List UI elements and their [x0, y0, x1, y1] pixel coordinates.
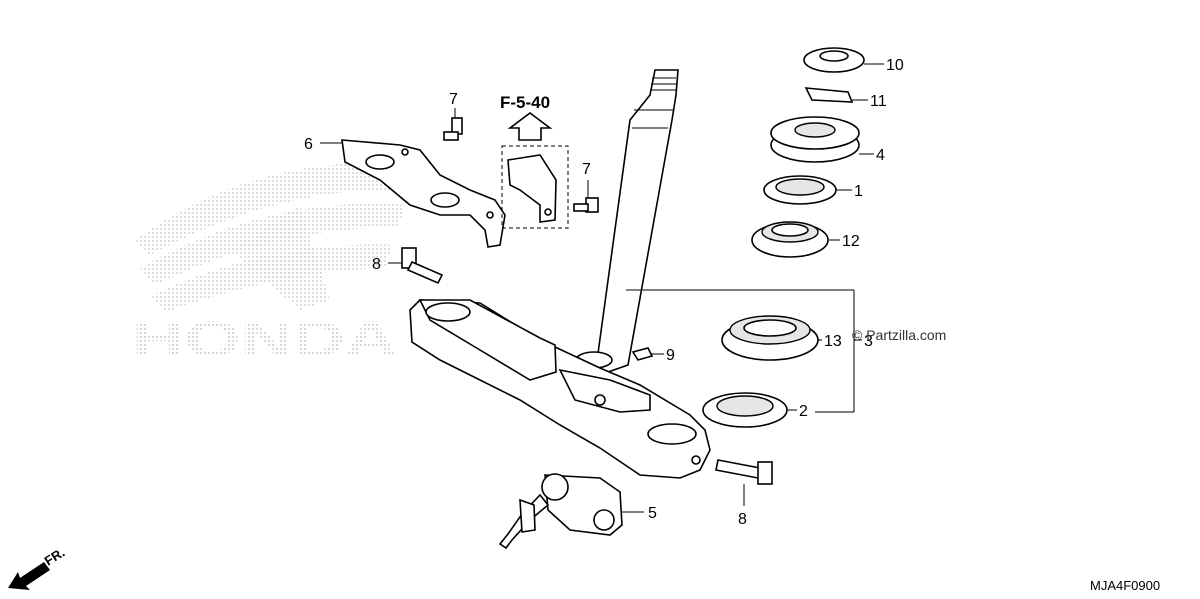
callout-6: 6	[304, 136, 313, 153]
callout-8-left: 8	[372, 256, 381, 273]
lock-washer-11	[804, 87, 854, 103]
bearing-12	[751, 221, 829, 258]
honda-text-watermark: HONDA	[132, 311, 397, 367]
screw-9	[631, 347, 654, 361]
bolt-7-mid	[573, 197, 599, 213]
callout-13: 13	[824, 333, 842, 350]
callout-1: 1	[854, 183, 863, 200]
bottom-bridge	[409, 299, 711, 479]
callout-2: 2	[799, 403, 808, 420]
callout-9: 9	[666, 347, 675, 364]
bolt-8-left	[401, 247, 444, 285]
callout-5: 5	[648, 505, 657, 522]
lock-nut-10	[803, 47, 865, 73]
adjustment-nut-4	[770, 116, 860, 163]
callout-10: 10	[886, 57, 904, 74]
bracket	[341, 139, 506, 248]
callout-3: 3	[864, 333, 873, 350]
drawing-code: MJA4F0900	[1090, 578, 1160, 593]
bolt-8-right	[715, 459, 773, 485]
callout-11: 11	[870, 93, 887, 110]
bearing-13	[721, 315, 819, 361]
honda-wing-watermark	[135, 162, 420, 312]
dust-seal-1	[763, 175, 837, 205]
leader-lines	[320, 63, 884, 513]
reference-marker: F-5-40	[500, 93, 569, 229]
front-arrow-icon	[8, 562, 50, 590]
callout-8-right: 8	[738, 511, 747, 528]
steering-lock	[498, 473, 623, 550]
callout-4: 4	[876, 147, 885, 164]
dust-seal-2	[702, 392, 788, 428]
bolt-7-top	[443, 117, 463, 141]
partzilla-watermark: © Partzilla.com	[852, 327, 946, 343]
callout-12: 12	[842, 233, 860, 250]
steering-stem	[575, 69, 679, 373]
callout-7-top: 7	[449, 91, 458, 108]
callout-7-mid: 7	[582, 161, 591, 178]
reference-label: F-5-40	[500, 93, 550, 112]
